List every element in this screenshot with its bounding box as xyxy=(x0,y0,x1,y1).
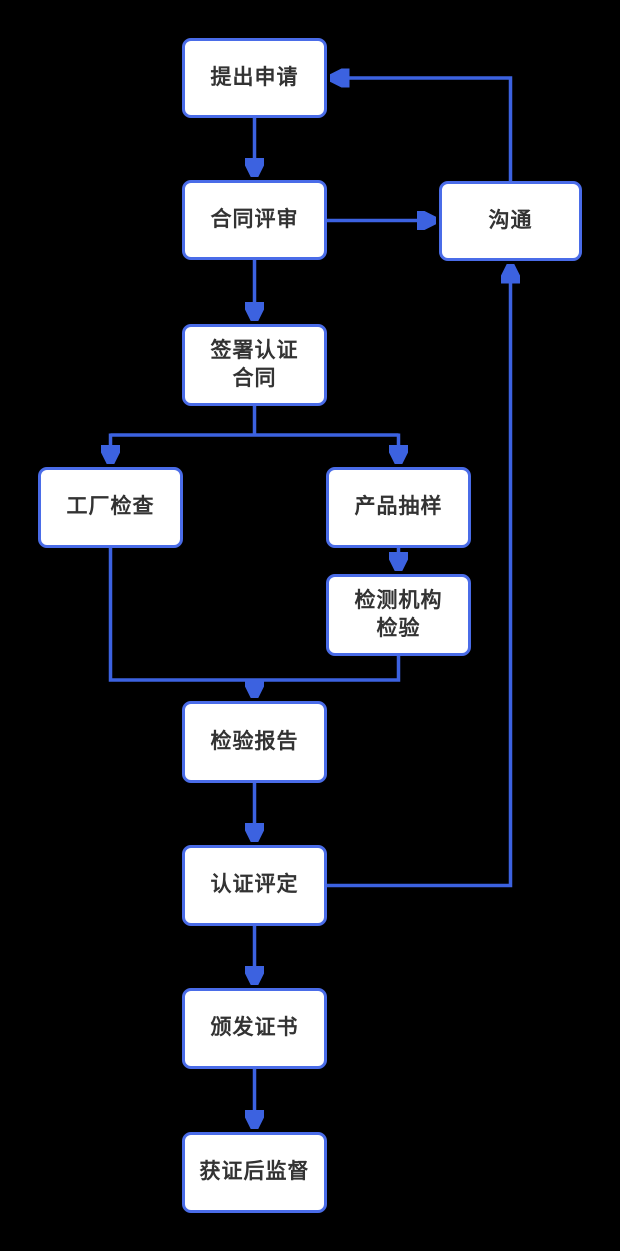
edge-testing-merge xyxy=(254,656,401,682)
node-factory-inspection: 工厂检查 xyxy=(38,467,183,548)
node-contract-review: 合同评审 xyxy=(182,180,327,260)
node-communication: 沟通 xyxy=(439,181,582,261)
node-issue-certificate: 颁发证书 xyxy=(182,988,327,1069)
edge-communication-to-submit xyxy=(330,78,513,181)
edge-factory-merge xyxy=(108,548,255,682)
node-post-certification-supervision: 获证后监督 xyxy=(182,1132,327,1213)
node-inspection-report: 检验报告 xyxy=(182,701,327,783)
node-certification-evaluation: 认证评定 xyxy=(182,845,327,926)
node-product-sampling: 产品抽样 xyxy=(326,467,471,548)
node-sign-certification-contract: 签署认证 合同 xyxy=(182,324,327,406)
node-submit-application: 提出申请 xyxy=(182,38,327,118)
edge-evaluate-to-communication xyxy=(327,264,511,888)
node-testing-agency-inspection: 检测机构 检验 xyxy=(326,574,471,656)
